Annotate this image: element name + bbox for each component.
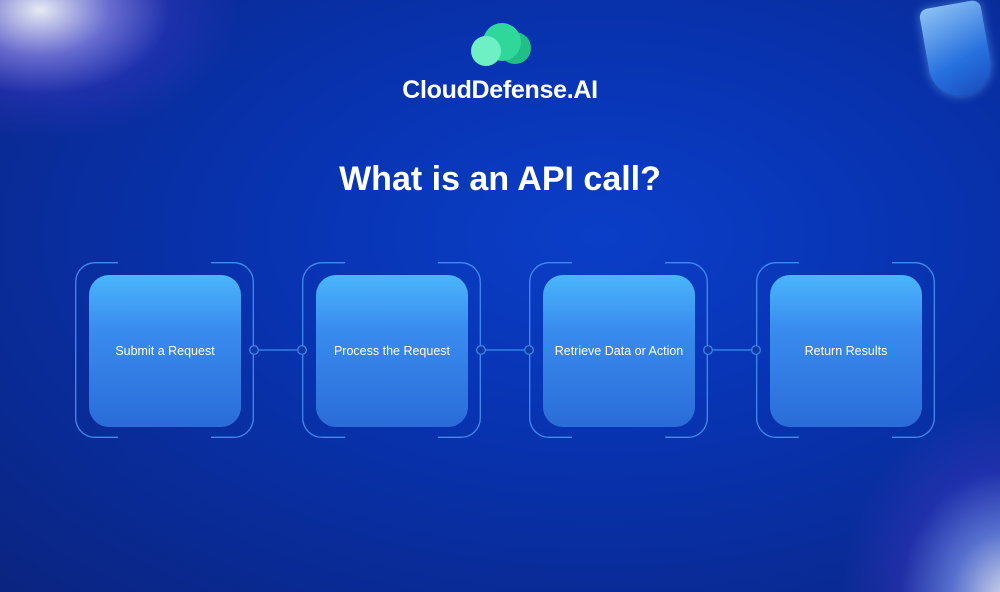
page-title: What is an API call? — [339, 160, 661, 198]
step-box: Retrieve Data or Action — [543, 275, 695, 427]
step-box: Submit a Request — [89, 275, 241, 427]
step-label: Submit a Request — [115, 344, 215, 358]
step-frame: Return Results — [756, 262, 935, 438]
step-box: Return Results — [770, 275, 922, 427]
step-label: Retrieve Data or Action — [554, 344, 684, 358]
step-frame: Submit a Request — [75, 262, 254, 438]
cloud-logo-icon — [471, 23, 531, 66]
step-box: Process the Request — [316, 275, 468, 427]
step-frame: Retrieve Data or Action — [529, 262, 708, 438]
brand-name: CloudDefense.AI — [402, 76, 598, 104]
connector-arrow — [476, 345, 534, 355]
connector-arrow — [249, 345, 307, 355]
step-label: Return Results — [804, 344, 888, 358]
connector-arrow — [703, 345, 761, 355]
step-frame: Process the Request — [302, 262, 481, 438]
step-label: Process the Request — [333, 344, 451, 358]
